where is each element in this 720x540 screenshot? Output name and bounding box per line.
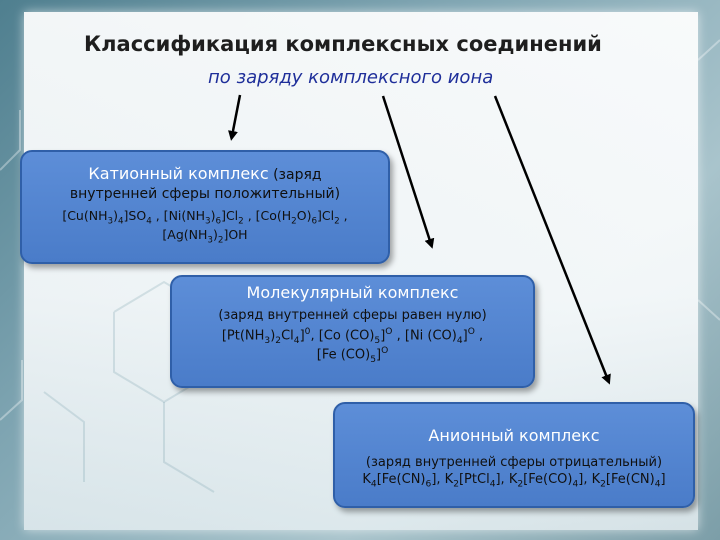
page-subtitle: по заряду комплексного иона: [208, 67, 494, 88]
molecular-description: (заряд внутренней сферы равен нулю): [218, 308, 487, 323]
anion-formulas-1: K4[Fe(CN)6], K2[PtCl4], K2[Fe(CO)4], K2[…: [362, 472, 666, 490]
cation-formulas-1: [Cu(NH3)4]SO4 , [Ni(NH3)6]Cl2 , [Co(H2O)…: [62, 208, 348, 227]
molecular-complex-box: Молекулярный комплекс (заряд внутренней …: [170, 275, 535, 388]
anion-heading: Анионный комплекс: [428, 426, 600, 445]
molecular-formulas-2: [Fe (CO)5]O: [316, 345, 389, 365]
cation-description: внутренней сферы положительный): [69, 186, 341, 202]
cation-complex-box: Катионный комплекс (заряд внутренней сфе…: [20, 150, 390, 264]
page-title: Классификация комплексных соединений: [84, 32, 602, 56]
molecular-formulas-1: [Pt(NH3)2Cl4]0, [Co (CO)5]O , [Ni (CO)4]…: [221, 327, 484, 346]
cation-heading: Катионный комплекс (заряд: [88, 164, 322, 183]
molecular-heading: Молекулярный комплекс: [246, 283, 459, 302]
anion-complex-box: Анионный комплекс (заряд внутренней сфер…: [333, 402, 695, 508]
cation-formulas-2: [Ag(NH3)2]OH: [162, 226, 248, 246]
anion-description: (заряд внутренней сферы отрицательный): [365, 455, 663, 470]
